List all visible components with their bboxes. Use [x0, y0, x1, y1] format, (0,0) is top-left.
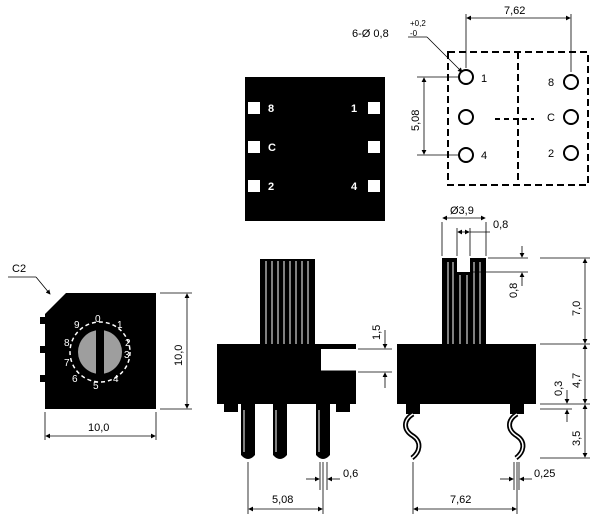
dial-digit-0: 0 [95, 314, 101, 325]
bottom-label-4: 4 [351, 181, 358, 193]
footprint-label-c: C [547, 112, 555, 124]
dim-shaft-height: 7,0 [571, 301, 583, 316]
footprint-label-2: 2 [548, 148, 554, 160]
dim-pin-width: 0,6 [343, 468, 358, 480]
dim-slot-depth: 0,8 [508, 283, 520, 298]
bottom-label-2: 2 [268, 181, 274, 193]
dial-digit-8: 8 [64, 338, 70, 349]
pcb-footprint: 1 4 8 C 2 7,62 5,08 6-Ø 0,8 +0,2 -0 [352, 5, 589, 186]
side-view-a: 1,5 5,08 0,6 [217, 259, 392, 514]
dial-digit-5: 5 [93, 381, 99, 392]
side-view-b: Ø3,9 0,8 0,8 7,0 4,7 0,3 3,5 7,62 0,25 [397, 205, 590, 514]
bottom-label-8: 8 [268, 103, 274, 115]
dim-pin-thickness: 0,25 [534, 468, 555, 480]
dim-step-height: 1,5 [371, 325, 383, 340]
dial-digit-7: 7 [64, 358, 70, 369]
dial-digit-1: 1 [117, 320, 123, 331]
hole-tol-plus: +0,2 [410, 19, 426, 28]
footprint-label-8: 8 [548, 77, 554, 89]
bottom-label-c: C [268, 142, 276, 154]
dim-side-b-pitch: 7,62 [450, 494, 471, 506]
dim-pin-height: 3,5 [571, 431, 583, 446]
dial-digit-2: 2 [125, 338, 131, 349]
dim-front-width: 10,0 [88, 422, 109, 434]
dial-digit-4: 4 [113, 374, 119, 385]
dim-side-pitch: 5,08 [272, 494, 293, 506]
dim-footprint-width: 7,62 [504, 5, 525, 17]
dim-gap: 0,3 [553, 381, 565, 396]
dial-digit-6: 6 [72, 374, 78, 385]
dial-digit-3: 3 [124, 350, 130, 361]
bottom-view: 8 C 2 1 4 [245, 77, 385, 221]
front-view: 0 1 2 3 4 5 6 7 8 9 C2 10,0 10,0 [8, 263, 192, 440]
dim-footprint-pitch: 5,08 [410, 110, 422, 131]
dim-body-height: 4,7 [571, 373, 583, 388]
dim-slot-width: 0,8 [493, 219, 508, 231]
chamfer-label: C2 [12, 263, 26, 275]
footprint-label-1: 1 [481, 73, 487, 85]
dial-digit-9: 9 [74, 320, 80, 331]
dim-shaft-diameter: Ø3,9 [450, 205, 474, 217]
dim-front-height: 10,0 [173, 345, 185, 366]
hole-callout: 6-Ø 0,8 [352, 28, 389, 40]
footprint-label-4: 4 [481, 150, 487, 162]
hole-tol-minus: -0 [410, 29, 418, 38]
bottom-label-1: 1 [351, 103, 357, 115]
